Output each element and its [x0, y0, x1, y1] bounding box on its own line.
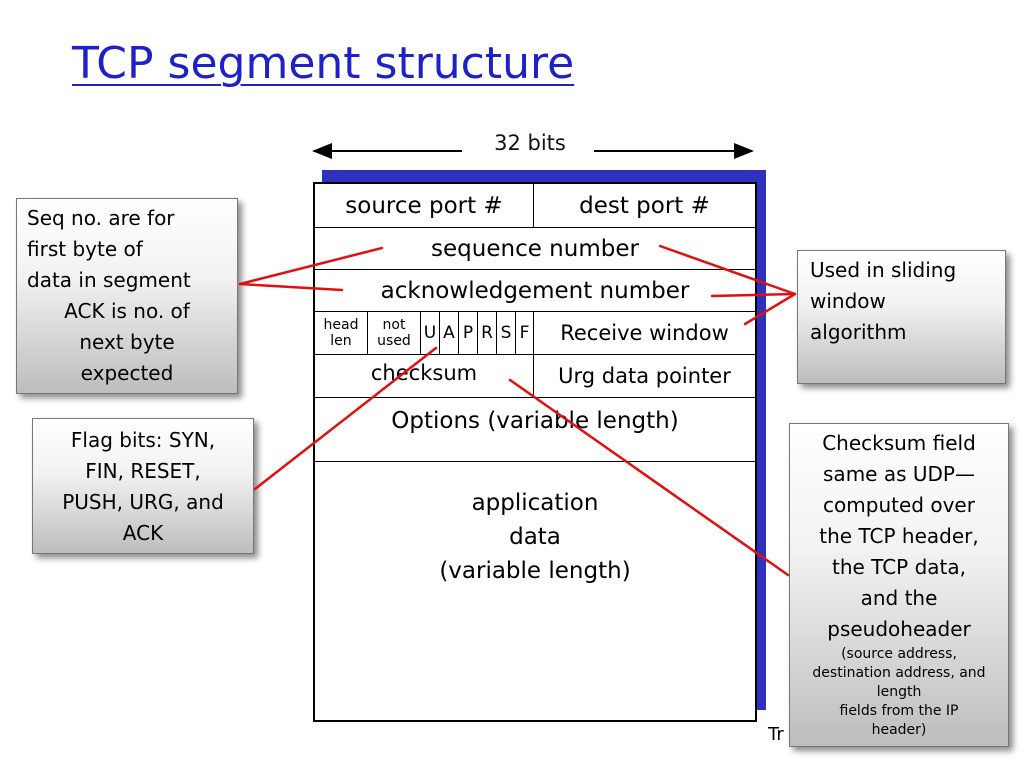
- window-callout-line-3: algorithm: [810, 320, 907, 344]
- flags-callout-line-1: Flag bits: SYN,: [70, 428, 216, 452]
- flags-callout-line-4: ACK: [122, 521, 164, 545]
- flag-ack: A: [440, 312, 459, 354]
- checksum-callout-line-7: pseudoheader: [827, 617, 971, 641]
- app-data-line-1: application: [471, 490, 599, 516]
- application-data-field: application data (variable length): [315, 462, 755, 612]
- window-callout-line-2: window: [810, 289, 886, 313]
- checksum-callout-line-1: Checksum field: [822, 431, 976, 455]
- bits-label: 32 bits: [494, 131, 566, 155]
- seq-ack-callout: Seq no. are for first byte of data in se…: [16, 198, 238, 394]
- ack-number-field: acknowledgement number: [380, 277, 690, 304]
- seq-callout-line-4: ACK is no. of: [64, 299, 190, 323]
- flag-syn: S: [497, 312, 516, 354]
- checksum-detail-line-3: length: [876, 684, 922, 700]
- flag-fin: F: [516, 312, 534, 354]
- checksum-field: checksum: [315, 355, 534, 397]
- row-sequence: sequence number: [315, 228, 755, 270]
- row-checksum: checksum Urg data pointer: [315, 355, 755, 398]
- checksum-callout-line-4: the TCP header,: [819, 524, 979, 548]
- checksum-detail-line-2: destination address, and: [812, 665, 986, 681]
- tcp-segment-diagram: source port # dest port # sequence numbe…: [313, 182, 757, 722]
- checksum-detail-line-4: fields from the IP: [839, 703, 959, 719]
- dest-port-field: dest port #: [579, 192, 710, 219]
- checksum-callout-detail: (source address, destination address, an…: [794, 645, 1004, 740]
- flags-callout-line-2: FIN, RESET,: [85, 459, 201, 483]
- app-data-line-2: data: [509, 524, 561, 550]
- flags-callout-line-3: PUSH, URG, and: [62, 490, 224, 514]
- checksum-callout: Checksum field same as UDP— computed ove…: [789, 423, 1009, 747]
- urg-pointer-field: Urg data pointer: [558, 364, 731, 388]
- seq-callout-line-1: Seq no. are for: [27, 206, 175, 230]
- window-callout: Used in sliding window algorithm: [797, 250, 1006, 384]
- checksum-callout-line-2: same as UDP—: [823, 462, 975, 486]
- checksum-detail-line-1: (source address,: [841, 646, 957, 662]
- flag-bits-callout: Flag bits: SYN, FIN, RESET, PUSH, URG, a…: [32, 418, 254, 554]
- checksum-callout-line-5: the TCP data,: [831, 555, 966, 579]
- sequence-number-field: sequence number: [431, 235, 639, 262]
- head-len-field: head len: [315, 312, 368, 354]
- not-used-field: not used: [368, 312, 421, 354]
- window-callout-line-1: Used in sliding: [810, 258, 957, 282]
- head-len-line-2: len: [330, 333, 352, 349]
- flag-urg: U: [421, 312, 440, 354]
- row-flags-window: head len not used U A P R S F Receive wi…: [315, 312, 755, 355]
- checksum-callout-line-6: and the: [860, 586, 938, 610]
- not-used-line-1: not: [382, 317, 406, 333]
- footer-fragment: Tr: [768, 724, 784, 745]
- flag-psh: P: [459, 312, 478, 354]
- checksum-callout-line-3: computed over: [823, 493, 975, 517]
- row-ack: acknowledgement number: [315, 270, 755, 312]
- head-len-line-1: head: [323, 317, 359, 333]
- seq-callout-line-2: first byte of: [27, 237, 143, 261]
- row-options: Options (variable length): [315, 398, 755, 462]
- source-port-field: source port #: [315, 184, 534, 227]
- receive-window-field: Receive window: [560, 321, 729, 345]
- options-field: Options (variable length): [391, 408, 679, 434]
- row-ports: source port # dest port #: [315, 184, 755, 228]
- not-used-line-2: used: [377, 333, 411, 349]
- app-data-line-3: (variable length): [439, 558, 631, 584]
- seq-callout-line-3: data in segment: [27, 268, 191, 292]
- seq-callout-line-5: next byte: [79, 330, 175, 354]
- flag-rst: R: [478, 312, 497, 354]
- page-title: TCP segment structure: [72, 38, 575, 89]
- seq-callout-line-6: expected: [80, 361, 174, 385]
- checksum-detail-line-5: header): [871, 722, 927, 738]
